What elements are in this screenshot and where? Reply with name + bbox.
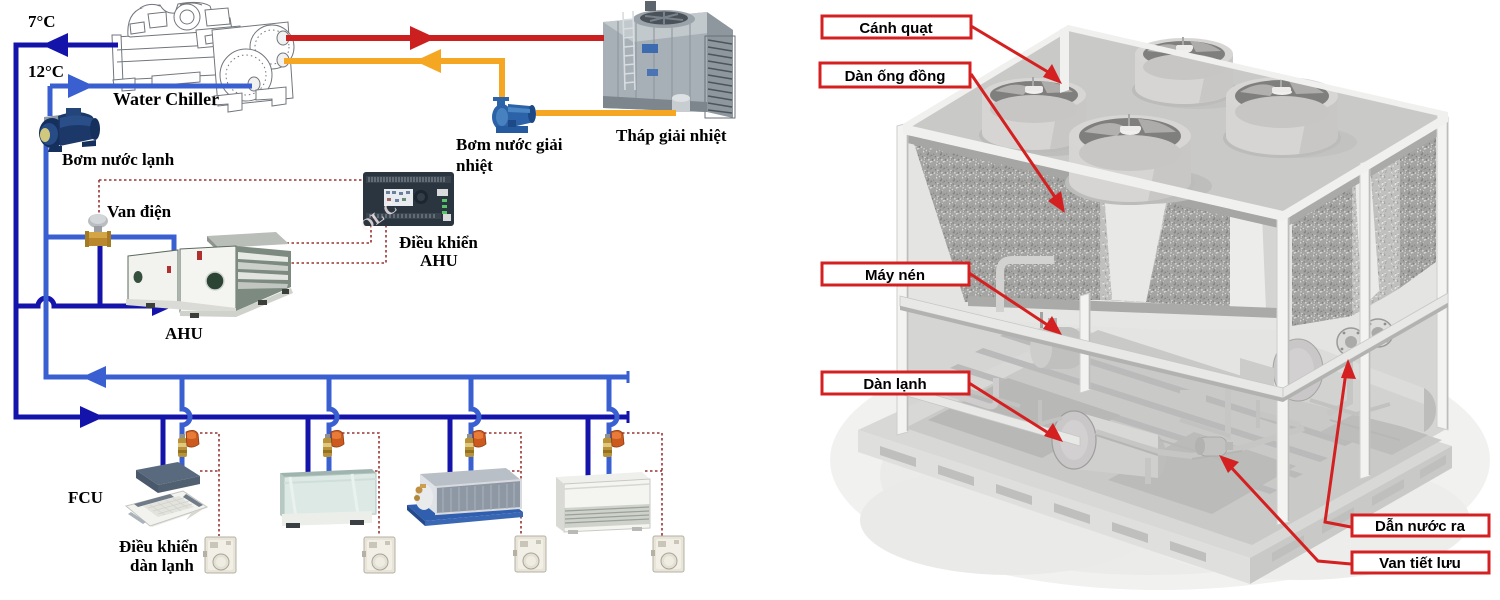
svg-text:Bơm nước lạnh: Bơm nước lạnh — [62, 150, 175, 169]
svg-text:Dẫn nước ra: Dẫn nước ra — [1375, 518, 1466, 535]
svg-text:Điều khiển: Điều khiển — [119, 537, 198, 556]
svg-text:Máy nén: Máy nén — [865, 267, 925, 284]
svg-text:nhiệt: nhiệt — [456, 156, 493, 175]
svg-text:dàn lạnh: dàn lạnh — [130, 556, 194, 575]
svg-text:Dàn ống đồng: Dàn ống đồng — [845, 68, 946, 85]
svg-text:Van tiết lưu: Van tiết lưu — [1379, 555, 1461, 572]
svg-text:12°C: 12°C — [28, 62, 64, 81]
svg-text:Dàn lạnh: Dàn lạnh — [863, 376, 926, 393]
svg-text:Cánh quạt: Cánh quạt — [859, 20, 932, 37]
svg-text:AHU: AHU — [420, 251, 458, 270]
svg-text:Van điện: Van điện — [107, 202, 172, 221]
svg-text:7°C: 7°C — [28, 12, 56, 31]
svg-text:Water Chiller: Water Chiller — [113, 89, 219, 109]
svg-text:Bơm nước giải: Bơm nước giải — [456, 135, 563, 154]
svg-text:Tháp giải nhiệt: Tháp giải nhiệt — [616, 126, 727, 145]
svg-text:Điều khiển: Điều khiển — [399, 233, 478, 252]
svg-text:AHU: AHU — [165, 324, 203, 343]
svg-text:FCU: FCU — [68, 488, 103, 507]
